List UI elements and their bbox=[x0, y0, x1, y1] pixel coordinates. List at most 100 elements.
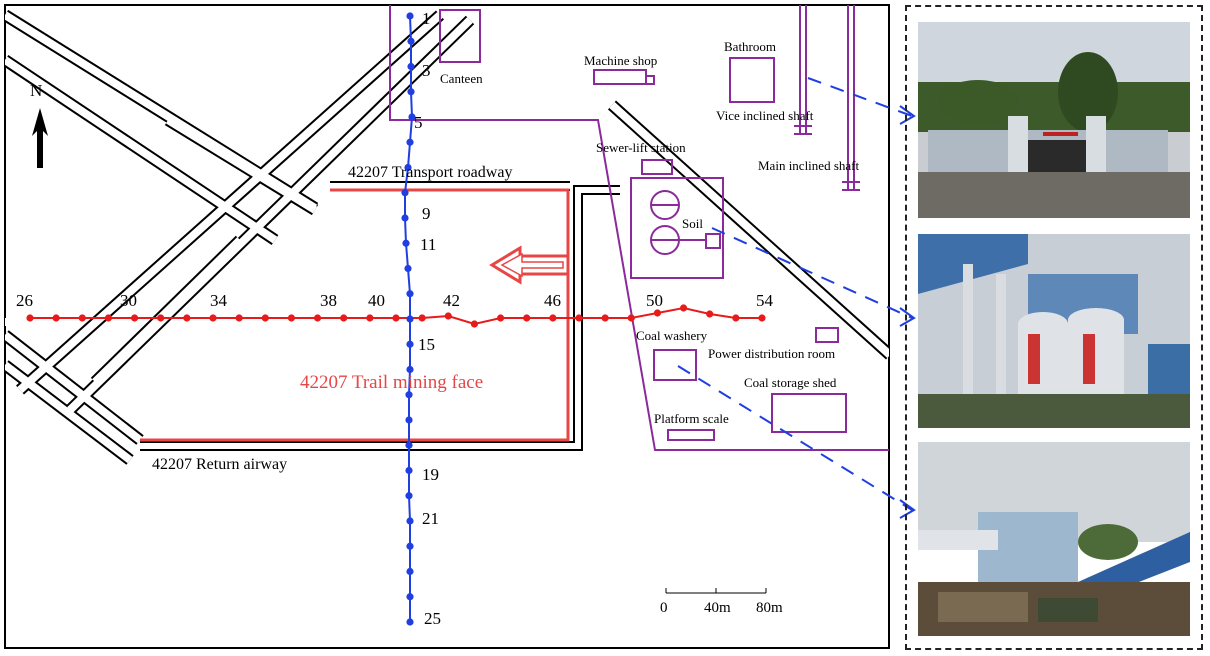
survey-label-horizontal: 50 bbox=[646, 291, 663, 310]
survey-point-vertical bbox=[406, 340, 414, 348]
survey-point-vertical bbox=[405, 416, 413, 424]
survey-point-vertical bbox=[405, 441, 413, 449]
north-arrow bbox=[32, 108, 48, 168]
survey-point-horizontal bbox=[340, 314, 348, 322]
coal-washery-label: Coal washery bbox=[636, 328, 708, 343]
survey-label-vertical: 19 bbox=[422, 465, 439, 484]
survey-label-horizontal: 40 bbox=[368, 291, 385, 310]
bathroom-label: Bathroom bbox=[724, 39, 776, 54]
scale-label-0: 0 bbox=[660, 600, 668, 616]
transport-roadway-label: 42207 Transport roadway bbox=[348, 164, 512, 181]
survey-label-vertical: 5 bbox=[414, 113, 423, 132]
mining-face-outline bbox=[140, 188, 570, 442]
survey-point-horizontal bbox=[104, 314, 113, 322]
advance-arrow bbox=[489, 245, 570, 285]
survey-point-horizontal bbox=[470, 320, 479, 328]
survey-point-horizontal bbox=[366, 314, 374, 322]
survey-point-vertical bbox=[407, 37, 415, 45]
survey-label-horizontal: 34 bbox=[210, 291, 228, 310]
photo-panel-frame bbox=[905, 5, 1203, 650]
survey-label-vertical: 11 bbox=[420, 235, 436, 254]
survey-point-horizontal bbox=[261, 314, 269, 322]
canteen-building bbox=[439, 9, 481, 63]
return-airway-label: 42207 Return airway bbox=[152, 456, 287, 473]
scale-bar: 0 40m 80m bbox=[660, 588, 783, 616]
survey-point-horizontal bbox=[601, 314, 609, 322]
survey-label-vertical: 3 bbox=[422, 61, 431, 80]
buildings bbox=[439, 9, 847, 441]
mining-face-label: 42207 Trail mining face bbox=[300, 372, 483, 393]
survey-point-vertical bbox=[408, 113, 416, 121]
photo-coal-washery bbox=[918, 234, 1190, 428]
main-shaft-label: Main inclined shaft bbox=[758, 158, 859, 173]
coal-shed-label: Coal storage shed bbox=[744, 375, 837, 390]
survey-label-vertical: 1 bbox=[422, 9, 431, 28]
survey-point-horizontal bbox=[78, 314, 86, 322]
survey-point-horizontal bbox=[496, 314, 505, 322]
survey-point-vertical bbox=[406, 365, 414, 374]
survey-point-vertical bbox=[404, 264, 412, 273]
survey-points-horizontal bbox=[26, 304, 766, 328]
survey-point-vertical bbox=[406, 517, 414, 525]
bathroom-building bbox=[729, 57, 775, 103]
photo-inclined-shaft-building bbox=[918, 22, 1190, 218]
survey-label-horizontal: 46 bbox=[544, 291, 561, 310]
vice-shaft-label: Vice inclined shaft bbox=[716, 108, 814, 123]
survey-points-vertical bbox=[401, 12, 416, 626]
industrial-area-boundary bbox=[389, 5, 889, 451]
survey-point-vertical bbox=[406, 138, 414, 146]
survey-point-vertical bbox=[406, 315, 414, 323]
roads-network bbox=[5, 9, 889, 465]
survey-point-horizontal bbox=[52, 314, 60, 322]
scale-label-40: 40m bbox=[704, 600, 731, 616]
survey-point-vertical bbox=[406, 290, 414, 298]
survey-point-vertical bbox=[405, 466, 413, 475]
machine-shop-label: Machine shop bbox=[584, 53, 657, 68]
survey-point-horizontal bbox=[706, 310, 714, 318]
power-room-building bbox=[815, 327, 839, 343]
survey-point-vertical bbox=[402, 239, 410, 247]
survey-label-vertical: 21 bbox=[422, 509, 439, 528]
survey-point-horizontal bbox=[392, 314, 400, 322]
survey-label-horizontal: 38 bbox=[320, 291, 337, 310]
survey-point-horizontal bbox=[758, 314, 766, 322]
survey-point-vertical bbox=[406, 542, 414, 550]
survey-point-horizontal bbox=[627, 314, 635, 322]
photo-leader-lines bbox=[677, 77, 913, 511]
survey-point-horizontal bbox=[183, 314, 191, 322]
sewer-lift-label: Sewer-lift station bbox=[596, 140, 686, 155]
survey-labels-vertical: 1 3 5 9 11 15 19 21 25 bbox=[414, 9, 441, 628]
photo-leader-arrowheads bbox=[899, 105, 916, 519]
survey-label-vertical: 9 bbox=[422, 204, 431, 223]
sewer-lift-building bbox=[641, 159, 673, 175]
survey-label-vertical: 25 bbox=[424, 609, 441, 628]
survey-point-horizontal bbox=[575, 314, 583, 322]
survey-point-horizontal bbox=[549, 314, 557, 322]
power-room-label: Power distribution room bbox=[708, 346, 835, 361]
survey-point-horizontal bbox=[313, 314, 322, 322]
survey-point-vertical bbox=[406, 593, 414, 601]
survey-point-horizontal bbox=[209, 314, 217, 322]
survey-point-vertical bbox=[405, 391, 413, 399]
shafts bbox=[794, 5, 860, 191]
survey-label-horizontal: 42 bbox=[443, 291, 460, 310]
survey-label-horizontal: 26 bbox=[16, 291, 33, 310]
canteen-label: Canteen bbox=[440, 71, 483, 86]
soil-label: Soil bbox=[682, 216, 703, 231]
survey-point-horizontal bbox=[130, 314, 139, 322]
survey-point-horizontal bbox=[732, 314, 740, 322]
soil-area bbox=[630, 177, 724, 279]
survey-point-horizontal bbox=[418, 314, 426, 322]
survey-point-vertical bbox=[406, 567, 414, 576]
survey-point-horizontal bbox=[287, 314, 296, 322]
survey-point-horizontal bbox=[444, 312, 452, 320]
survey-point-horizontal bbox=[235, 314, 243, 322]
scale-label-80: 80m bbox=[756, 600, 783, 616]
survey-point-vertical bbox=[401, 189, 409, 197]
north-label: N bbox=[30, 81, 42, 100]
survey-point-vertical bbox=[407, 88, 415, 96]
survey-label-vertical: 15 bbox=[418, 335, 435, 354]
survey-point-vertical bbox=[406, 12, 414, 20]
